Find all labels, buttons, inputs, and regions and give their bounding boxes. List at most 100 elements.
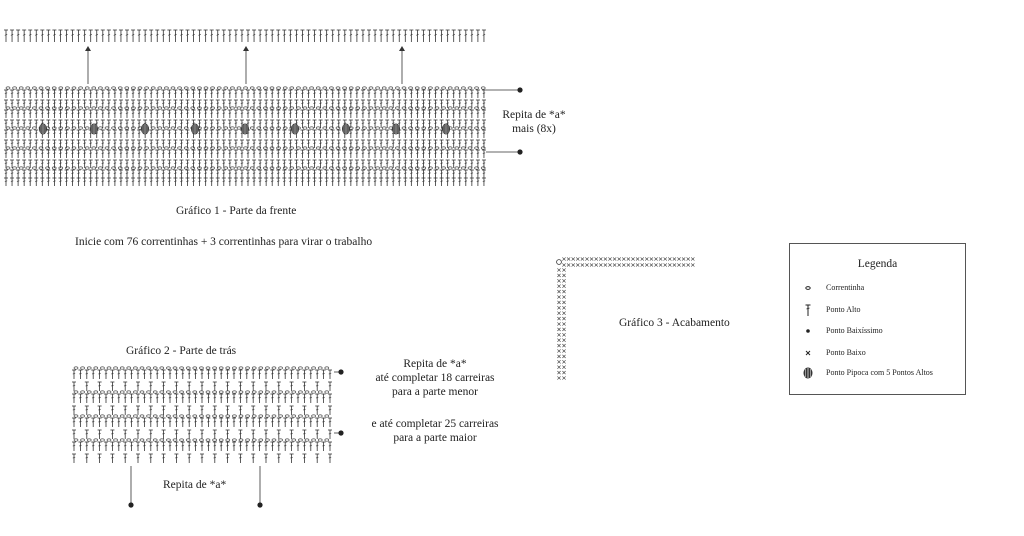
double-crochet-stitch: [84, 393, 89, 403]
popcorn-stitch: [191, 123, 199, 135]
double-crochet-stitch: [360, 149, 365, 158]
double-crochet-stitch: [232, 441, 236, 451]
single-crochet-stitch: [686, 263, 691, 267]
double-crochet-stitch: [300, 159, 305, 168]
double-crochet-stitch: [155, 393, 160, 403]
double-crochet-stitch: [457, 149, 462, 158]
single-crochet-stitch: [603, 257, 608, 261]
double-crochet-stitch: [221, 159, 226, 168]
double-crochet-stitch: [232, 393, 236, 403]
double-crochet-stitch: [209, 129, 214, 138]
chain-icon: [800, 280, 816, 296]
double-crochet-stitch: [100, 139, 105, 148]
double-crochet-stitch: [197, 89, 202, 98]
double-crochet-stitch: [403, 89, 408, 98]
double-crochet-stitch: [94, 149, 99, 158]
double-crochet-stitch: [191, 177, 196, 186]
double-crochet-stitch: [354, 109, 359, 118]
double-crochet-stitch: [78, 369, 83, 379]
double-crochet-stitch: [155, 89, 160, 98]
double-crochet-stitch: [391, 159, 396, 168]
double-crochet-stitch: [296, 393, 300, 403]
double-crochet-stitch: [227, 89, 232, 98]
double-crochet-stitch: [360, 139, 365, 148]
single-crochet-stitch: [667, 263, 672, 267]
double-crochet-stitch: [206, 393, 211, 403]
double-crochet-stitch: [203, 29, 208, 42]
double-crochet-stitch: [318, 89, 323, 98]
double-crochet-stitch: [276, 109, 281, 118]
double-crochet-stitch: [433, 159, 438, 168]
double-crochet-stitch: [123, 369, 128, 379]
double-crochet-stitch: [161, 139, 166, 148]
double-crochet-stitch: [155, 129, 160, 138]
double-crochet-stitch: [221, 177, 226, 186]
double-crochet-stitch: [200, 417, 204, 427]
double-crochet-stitch: [22, 159, 27, 168]
double-crochet-stitch: [149, 29, 154, 42]
double-crochet-stitch: [270, 169, 275, 178]
double-crochet-stitch: [185, 177, 190, 186]
double-crochet-stitch: [463, 99, 468, 108]
double-crochet-stitch: [155, 139, 160, 148]
legend-item-label: Ponto Alto: [826, 305, 861, 314]
double-crochet-stitch: [148, 417, 153, 427]
double-crochet-stitch: [475, 169, 480, 178]
double-crochet-stitch: [116, 369, 121, 379]
double-crochet-stitch: [97, 453, 102, 463]
double-crochet-stitch: [4, 89, 8, 98]
double-crochet-stitch: [342, 109, 347, 118]
double-crochet-stitch: [225, 417, 230, 427]
double-crochet-stitch: [283, 393, 288, 403]
double-crochet-stitch: [203, 149, 208, 158]
double-crochet-stitch: [197, 149, 202, 158]
double-crochet-stitch: [110, 429, 115, 439]
double-crochet-stitch: [125, 109, 129, 118]
double-crochet-stitch: [391, 149, 396, 158]
single-crochet-stitch: [562, 263, 566, 267]
double-crochet-stitch: [215, 99, 220, 108]
double-crochet-stitch: [179, 109, 184, 118]
double-crochet-stitch: [300, 109, 305, 118]
double-crochet-stitch: [97, 369, 102, 379]
double-crochet-stitch: [475, 177, 480, 186]
double-crochet-stitch: [373, 29, 378, 42]
double-crochet-stitch: [72, 429, 76, 439]
double-crochet-stitch: [227, 177, 232, 186]
double-crochet-stitch: [149, 129, 154, 138]
double-crochet-stitch: [180, 417, 185, 427]
chart1-caption: Gráfico 1 - Parte da frente: [176, 205, 297, 217]
double-crochet-stitch: [91, 369, 96, 379]
double-crochet-stitch: [149, 149, 154, 158]
single-crochet-stitch: [686, 257, 691, 261]
single-crochet-stitch: [681, 257, 686, 261]
double-crochet-stitch: [457, 89, 462, 98]
double-crochet-stitch: [324, 99, 329, 108]
double-crochet-stitch: [360, 159, 365, 168]
double-crochet-stitch: [143, 169, 148, 178]
double-crochet-stitch: [252, 99, 257, 108]
double-crochet-stitch: [125, 177, 129, 186]
double-crochet-stitch: [312, 177, 317, 186]
double-crochet-stitch: [215, 169, 220, 178]
double-crochet-stitch: [330, 159, 335, 168]
chart2-bottom-repeat: Repita de *a*: [163, 479, 227, 491]
single-crochet-stitch: [598, 257, 603, 261]
double-crochet-stitch: [283, 441, 288, 451]
double-crochet-stitch: [258, 159, 263, 168]
double-crochet-stitch: [403, 129, 408, 138]
double-crochet-stitch: [336, 169, 341, 178]
double-crochet-stitch: [200, 429, 204, 439]
double-crochet-stitch: [373, 159, 378, 168]
double-crochet-stitch: [318, 119, 323, 128]
double-crochet-stitch: [385, 99, 390, 108]
double-crochet-stitch: [282, 109, 287, 118]
double-crochet-stitch: [469, 149, 474, 158]
double-crochet-stitch: [200, 381, 204, 391]
double-crochet-stitch: [252, 159, 257, 168]
double-crochet-stitch: [149, 89, 154, 98]
double-crochet-stitch: [421, 129, 426, 138]
double-crochet-stitch: [300, 89, 305, 98]
double-crochet-stitch: [200, 393, 204, 403]
single-crochet-stitch: [562, 349, 566, 353]
